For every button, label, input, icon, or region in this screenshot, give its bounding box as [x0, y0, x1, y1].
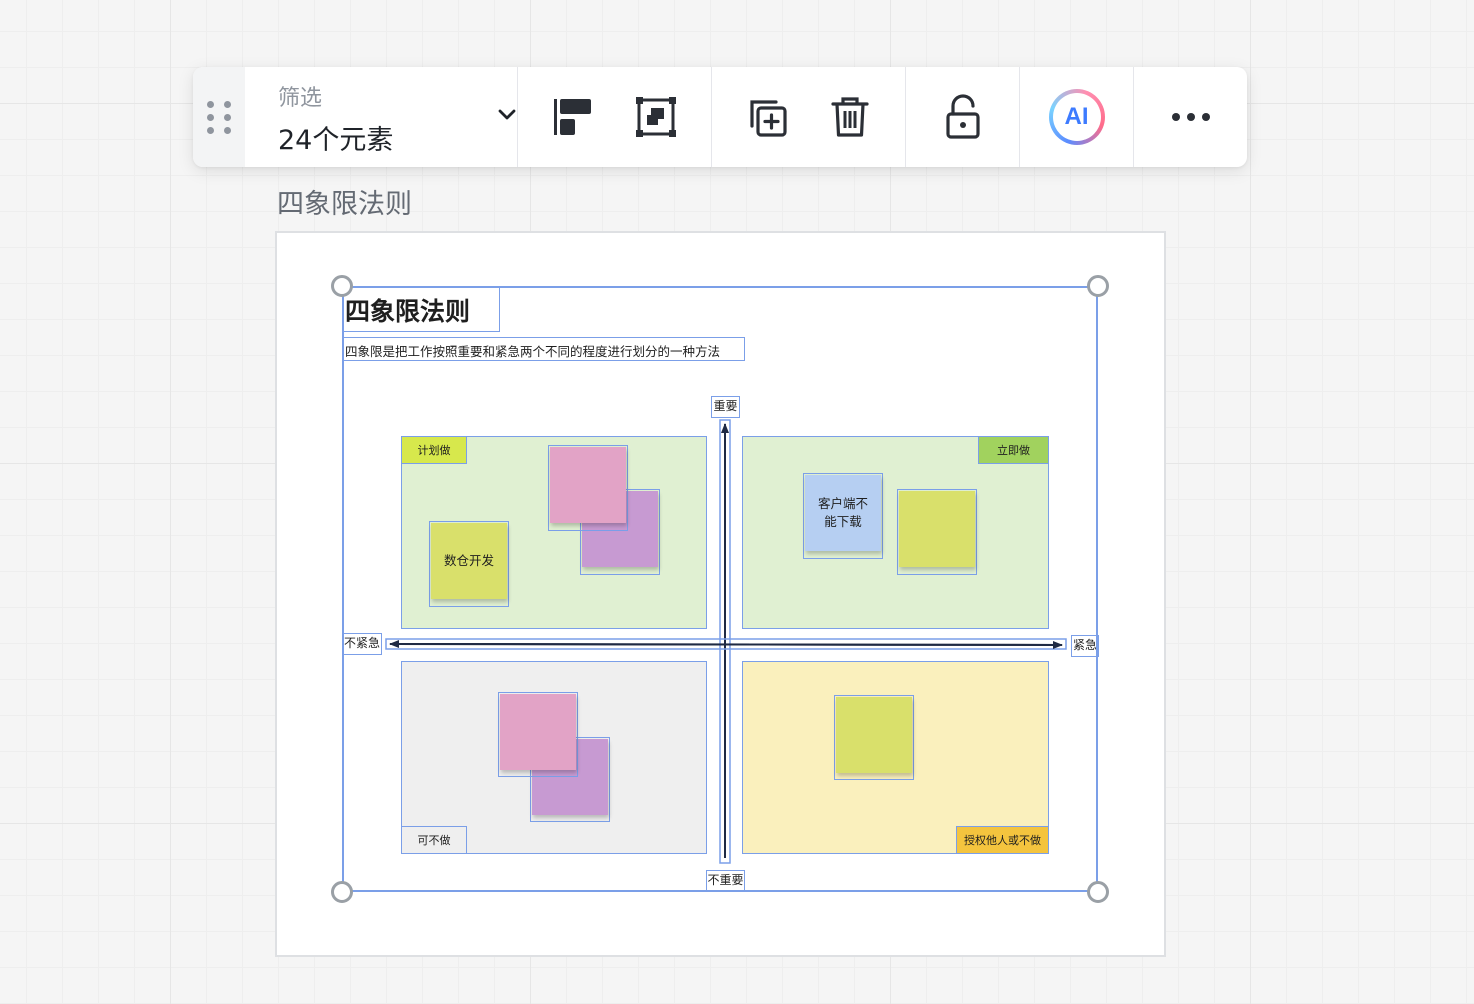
- axis-label-urgent[interactable]: 紧急: [1071, 635, 1099, 657]
- sticky-frame: [498, 692, 578, 777]
- more-section: [1134, 67, 1247, 167]
- sticky-note-yellow[interactable]: [431, 523, 507, 599]
- resize-handle-top-right[interactable]: [1087, 275, 1109, 297]
- chevron-down-icon[interactable]: [497, 105, 517, 129]
- sticky-note-yellow[interactable]: [836, 697, 912, 773]
- sticky-note-pink[interactable]: [500, 694, 576, 770]
- lock-icon[interactable]: [935, 89, 991, 145]
- sticky-note-text: 数仓开发: [443, 553, 494, 568]
- lock-section: [906, 67, 1020, 167]
- ai-label: AI: [1052, 93, 1101, 141]
- align-icon[interactable]: [545, 89, 601, 145]
- resize-handle-bottom-left[interactable]: [331, 881, 353, 903]
- sticky-frame: [803, 473, 883, 559]
- filter-label: 筛选: [278, 86, 323, 111]
- axis-label-important[interactable]: 重要: [711, 396, 740, 418]
- frame-title[interactable]: 四象限法则: [277, 189, 412, 220]
- tag-optional[interactable]: 可不做: [401, 826, 467, 854]
- quadrant-do-now[interactable]: [742, 436, 1049, 629]
- more-icon[interactable]: [1163, 89, 1219, 145]
- ai-icon[interactable]: AI: [1048, 89, 1105, 145]
- resize-handle-bottom-right[interactable]: [1087, 881, 1109, 903]
- sticky-note-blue[interactable]: [805, 475, 881, 551]
- tag-do-now[interactable]: 立即做: [978, 436, 1049, 464]
- vertical-axis-frame: [719, 419, 731, 864]
- tag-plan[interactable]: 计划做: [401, 436, 467, 464]
- axis-label-not-important[interactable]: 不重要: [706, 870, 745, 892]
- horizontal-axis-frame: [385, 638, 1067, 650]
- sticky-frame: [897, 489, 977, 575]
- sticky-note-text: 客户端不能下载: [817, 496, 868, 529]
- delete-icon[interactable]: [822, 89, 878, 145]
- selection-box: [342, 286, 1098, 892]
- horizontal-axis-reverse: [389, 640, 1061, 649]
- sticky-frame: [548, 445, 628, 531]
- ai-section: AI: [1020, 67, 1134, 167]
- axis-label-not-urgent[interactable]: 不紧急: [342, 633, 382, 655]
- edit-tools: [712, 67, 906, 167]
- selection-toolbar: 筛选 24个元素: [193, 67, 1247, 167]
- filter-dropdown[interactable]: 筛选 24个元素: [245, 67, 518, 167]
- sticky-note-pink[interactable]: [550, 447, 626, 523]
- frame-icon[interactable]: [628, 89, 684, 145]
- duplicate-icon[interactable]: [739, 89, 795, 145]
- sticky-frame: [429, 521, 509, 607]
- drag-handle-icon[interactable]: [193, 67, 245, 167]
- sticky-note-yellow[interactable]: [899, 491, 975, 567]
- layout-tools: [518, 67, 712, 167]
- resize-handle-top-left[interactable]: [331, 275, 353, 297]
- element-count: 24个元素: [278, 125, 394, 156]
- tag-delegate[interactable]: 授权他人或不做: [956, 826, 1049, 854]
- sticky-frame: [834, 695, 914, 780]
